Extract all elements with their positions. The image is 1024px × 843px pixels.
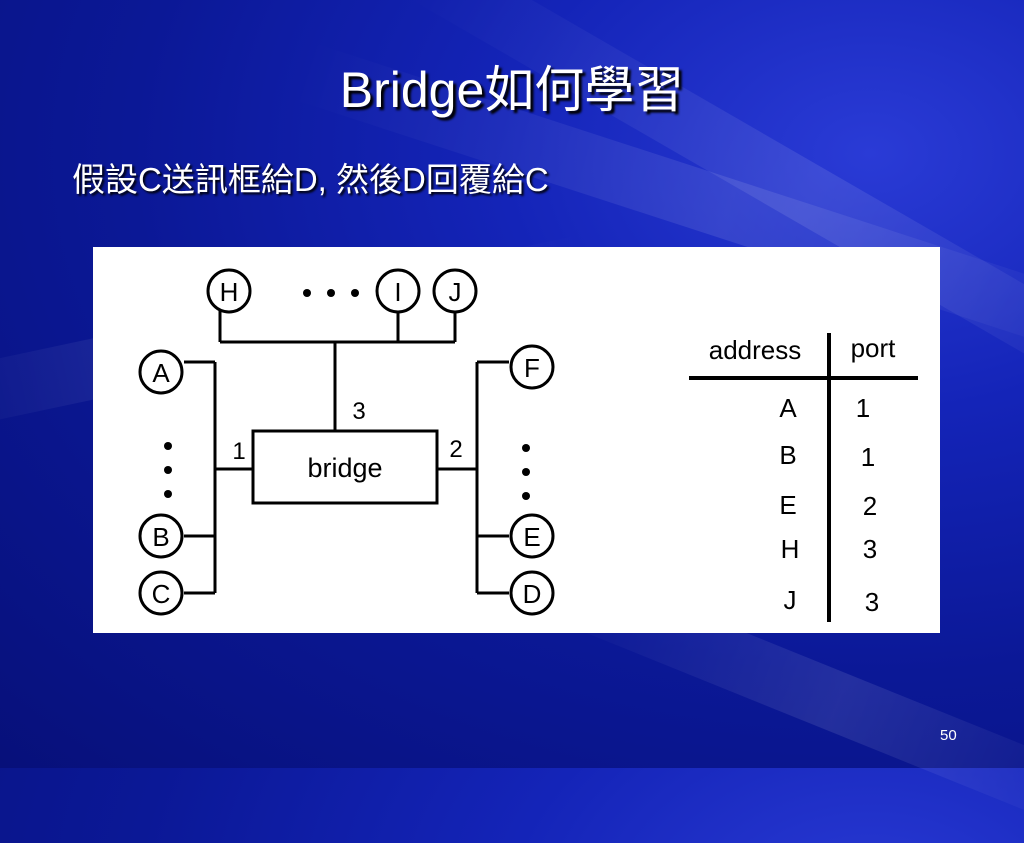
- table-cell-address: J: [784, 585, 797, 615]
- ellipsis-dots: [164, 289, 530, 500]
- node-d: [509, 570, 555, 616]
- table-cell-address: H: [781, 534, 800, 564]
- node-label-f: F: [524, 353, 540, 383]
- table-cell-port: 1: [861, 442, 875, 472]
- node-b: [138, 513, 184, 559]
- node-label-a: A: [152, 358, 170, 388]
- node-h: [206, 268, 252, 314]
- table-header-port: port: [851, 333, 897, 363]
- bridge-label: bridge: [307, 453, 382, 483]
- port-label-3: 3: [352, 398, 365, 425]
- node-e: [509, 513, 555, 559]
- table-cell-address: B: [779, 440, 796, 470]
- node-label-e: E: [523, 522, 540, 552]
- table-cell-address: A: [779, 393, 797, 423]
- bridge-box: [251, 429, 439, 505]
- node-label-d: D: [523, 579, 542, 609]
- node-label-c: C: [152, 579, 171, 609]
- table-cell-port: 3: [865, 587, 879, 617]
- port-label-2: 2: [449, 436, 462, 463]
- node-i: [375, 268, 421, 314]
- node-label-h: H: [220, 277, 239, 307]
- table-header-address: address: [709, 335, 802, 365]
- bridge-learning-figure: H I J A B C F E D bridge 3 1 2 address p…: [93, 247, 940, 633]
- table-cell-port: 2: [863, 491, 877, 521]
- node-f: [509, 344, 555, 390]
- node-label-b: B: [152, 522, 169, 552]
- node-j: [432, 268, 478, 314]
- table-cell-address: E: [779, 490, 796, 520]
- table-cell-port: 3: [863, 534, 877, 564]
- node-label-i: I: [394, 277, 401, 307]
- slide-title: Bridge如何學習: [339, 62, 685, 118]
- node-label-j: J: [449, 277, 462, 307]
- port-label-1: 1: [232, 438, 245, 465]
- node-a: [138, 349, 184, 395]
- slide-number: 50: [940, 727, 957, 744]
- table-cell-port: 1: [856, 393, 870, 423]
- slide-subtitle: 假設C送訊框給D, 然後D回覆給C: [72, 161, 549, 198]
- node-c: [138, 570, 184, 616]
- address-port-table: address port A 1 B 1 E 2 H 3 J 3: [689, 333, 918, 622]
